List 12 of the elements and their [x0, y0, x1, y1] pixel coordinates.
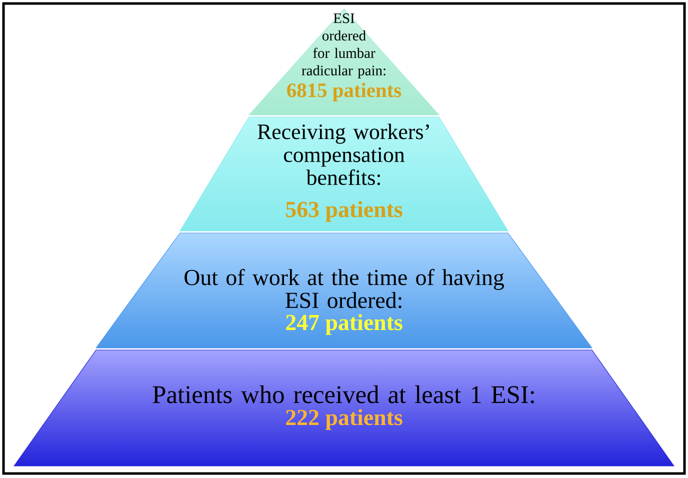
pyramid-level [96, 232, 592, 348]
pyramid-level [180, 116, 508, 232]
level-label: Patients who received at least 1 ESI: [152, 385, 534, 404]
patient-count: 6815 patients [287, 82, 402, 102]
patient-count: 563 patients [286, 201, 402, 222]
patient-count: 247 patients [286, 314, 402, 335]
level-label: Out of work at the time of having ESI ordered: [184, 268, 504, 308]
pyramid-level [248, 8, 440, 116]
level-label: ESI ordered for lumbar radicular pain: [302, 13, 386, 78]
pyramid-level [14, 350, 674, 466]
patient-count: 222 patients [286, 409, 402, 430]
level-label: Receiving workers’ compensation benefits: [258, 124, 429, 186]
